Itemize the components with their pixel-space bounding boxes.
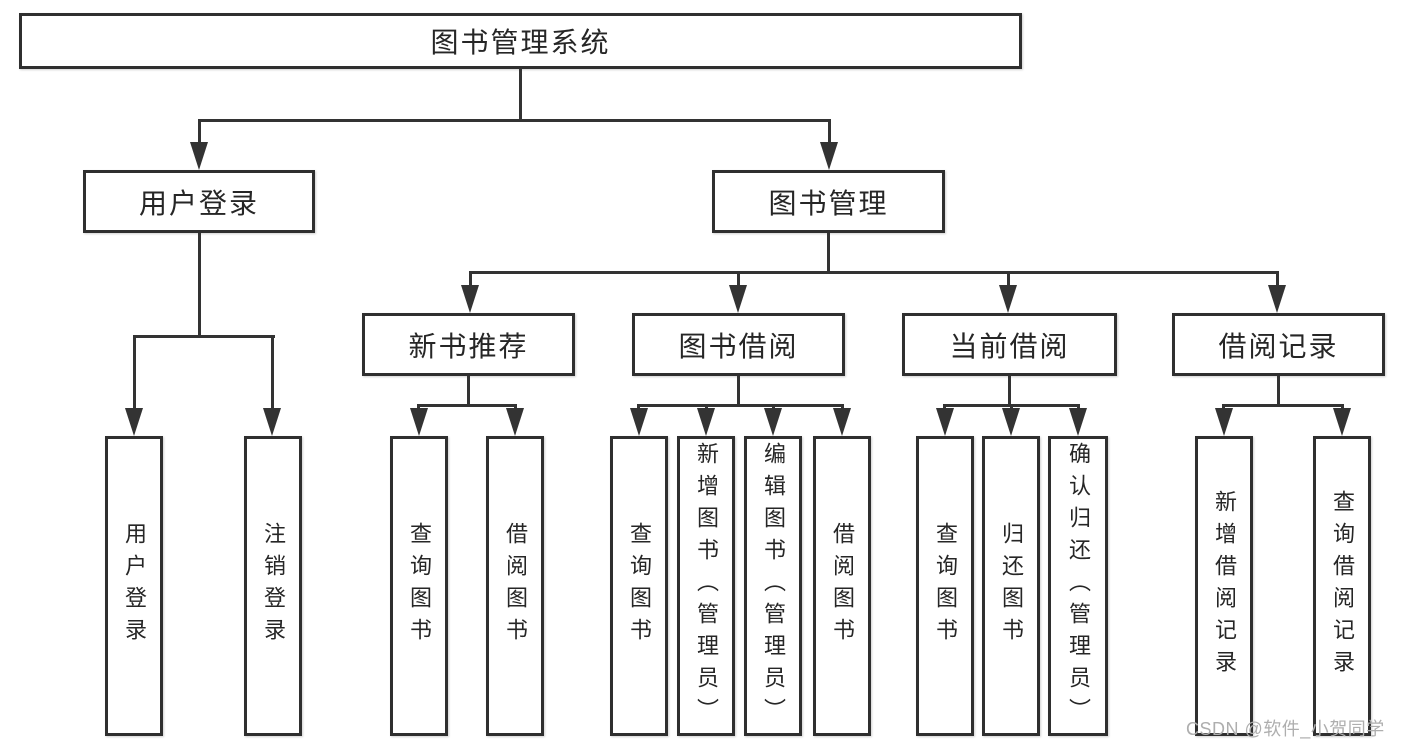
arrow-down-icon [1215, 408, 1233, 436]
leaf-add-book-admin: 新增图书（管理员） [677, 436, 735, 736]
arrow-down-icon [190, 142, 208, 170]
leaf-query-book-recommend: 查询图书 [390, 436, 448, 736]
node-user-login: 用户登录 [83, 170, 315, 233]
connector-user-login-stem [198, 233, 201, 338]
connector-borrow-records-stem [1277, 376, 1280, 407]
connector-drop-borrow-records [1276, 271, 1279, 288]
leaf-label: 借阅图书 [830, 522, 855, 650]
leaf-query-borrow-record: 查询借阅记录 [1313, 436, 1371, 736]
leaf-label: 确认归还（管理员） [1066, 442, 1091, 730]
arrow-down-icon [263, 408, 281, 436]
leaf-return-book: 归还图书 [982, 436, 1040, 736]
connector-book-borrow-stem [737, 376, 740, 407]
node-book-management-label: 图书管理 [768, 187, 889, 219]
node-new-book-recommend: 新书推荐 [362, 313, 575, 376]
connector-level1-bus [198, 119, 831, 122]
leaf-label: 编辑图书（管理员） [761, 442, 786, 730]
connector-drop-user-login [198, 119, 201, 144]
node-book-management: 图书管理 [712, 170, 945, 233]
node-borrow-records-label: 借阅记录 [1218, 330, 1339, 362]
leaf-query-book-borrow: 查询图书 [610, 436, 668, 736]
arrow-down-icon [936, 408, 954, 436]
connector-level2-bus [469, 271, 1279, 274]
arrow-down-icon [1268, 285, 1286, 313]
node-book-borrow-label: 图书借阅 [678, 330, 799, 362]
leaf-label: 新增图书（管理员） [694, 442, 719, 730]
leaf-confirm-return-admin: 确认归还（管理员） [1048, 436, 1108, 736]
connector-root-stem [519, 68, 522, 122]
leaf-label: 归还图书 [999, 522, 1024, 650]
connector-borrow-records-bus [1222, 404, 1344, 407]
connector-drop-leaf-user-login [133, 335, 136, 410]
leaf-label: 用户登录 [122, 522, 147, 650]
connector-drop-new-book [469, 271, 472, 288]
arrow-down-icon [410, 408, 428, 436]
csdn-watermark: CSDN @软件_小贺同学 [1186, 719, 1385, 739]
leaf-label: 查询图书 [627, 522, 652, 650]
arrow-down-icon [630, 408, 648, 436]
node-current-borrow: 当前借阅 [902, 313, 1117, 376]
arrow-down-icon [764, 408, 782, 436]
leaf-user-login: 用户登录 [105, 436, 163, 736]
leaf-label: 借阅图书 [503, 522, 528, 650]
connector-current-borrow-stem [1008, 376, 1011, 407]
leaf-borrow-book-recommend: 借阅图书 [486, 436, 544, 736]
arrow-down-icon [1333, 408, 1351, 436]
arrow-down-icon [506, 408, 524, 436]
arrow-down-icon [125, 408, 143, 436]
arrow-down-icon [833, 408, 851, 436]
connector-book-borrow-bus [637, 404, 844, 407]
connector-new-book-bus [417, 404, 517, 407]
connector-user-login-bus [133, 335, 275, 338]
leaf-edit-book-admin: 编辑图书（管理员） [744, 436, 802, 736]
arrow-down-icon [697, 408, 715, 436]
node-borrow-records: 借阅记录 [1172, 313, 1385, 376]
connector-drop-book-borrow [737, 271, 740, 288]
leaf-borrow-book: 借阅图书 [813, 436, 871, 736]
arrow-down-icon [1069, 408, 1087, 436]
arrow-down-icon [820, 142, 838, 170]
connector-drop-leaf-logout [271, 335, 274, 410]
leaf-label: 查询借阅记录 [1330, 490, 1355, 682]
arrow-down-icon [999, 285, 1017, 313]
connector-book-management-stem [827, 233, 830, 274]
node-new-book-recommend-label: 新书推荐 [408, 330, 529, 362]
arrow-down-icon [729, 285, 747, 313]
leaf-label: 注销登录 [261, 522, 286, 650]
arrow-down-icon [1002, 408, 1020, 436]
node-root-label: 图书管理系统 [430, 27, 611, 58]
node-book-borrow: 图书借阅 [632, 313, 845, 376]
leaf-label: 新增借阅记录 [1212, 490, 1237, 682]
arrow-down-icon [461, 285, 479, 313]
leaf-query-book-current: 查询图书 [916, 436, 974, 736]
node-current-borrow-label: 当前借阅 [949, 330, 1070, 362]
node-root: 图书管理系统 [19, 13, 1022, 69]
leaf-logout: 注销登录 [244, 436, 302, 736]
connector-new-book-stem [467, 376, 470, 407]
leaf-add-borrow-record: 新增借阅记录 [1195, 436, 1253, 736]
node-user-login-label: 用户登录 [138, 187, 259, 219]
connector-drop-book-management [828, 119, 831, 144]
leaf-label: 查询图书 [933, 522, 958, 650]
leaf-label: 查询图书 [407, 522, 432, 650]
connector-drop-current-borrow [1007, 271, 1010, 288]
